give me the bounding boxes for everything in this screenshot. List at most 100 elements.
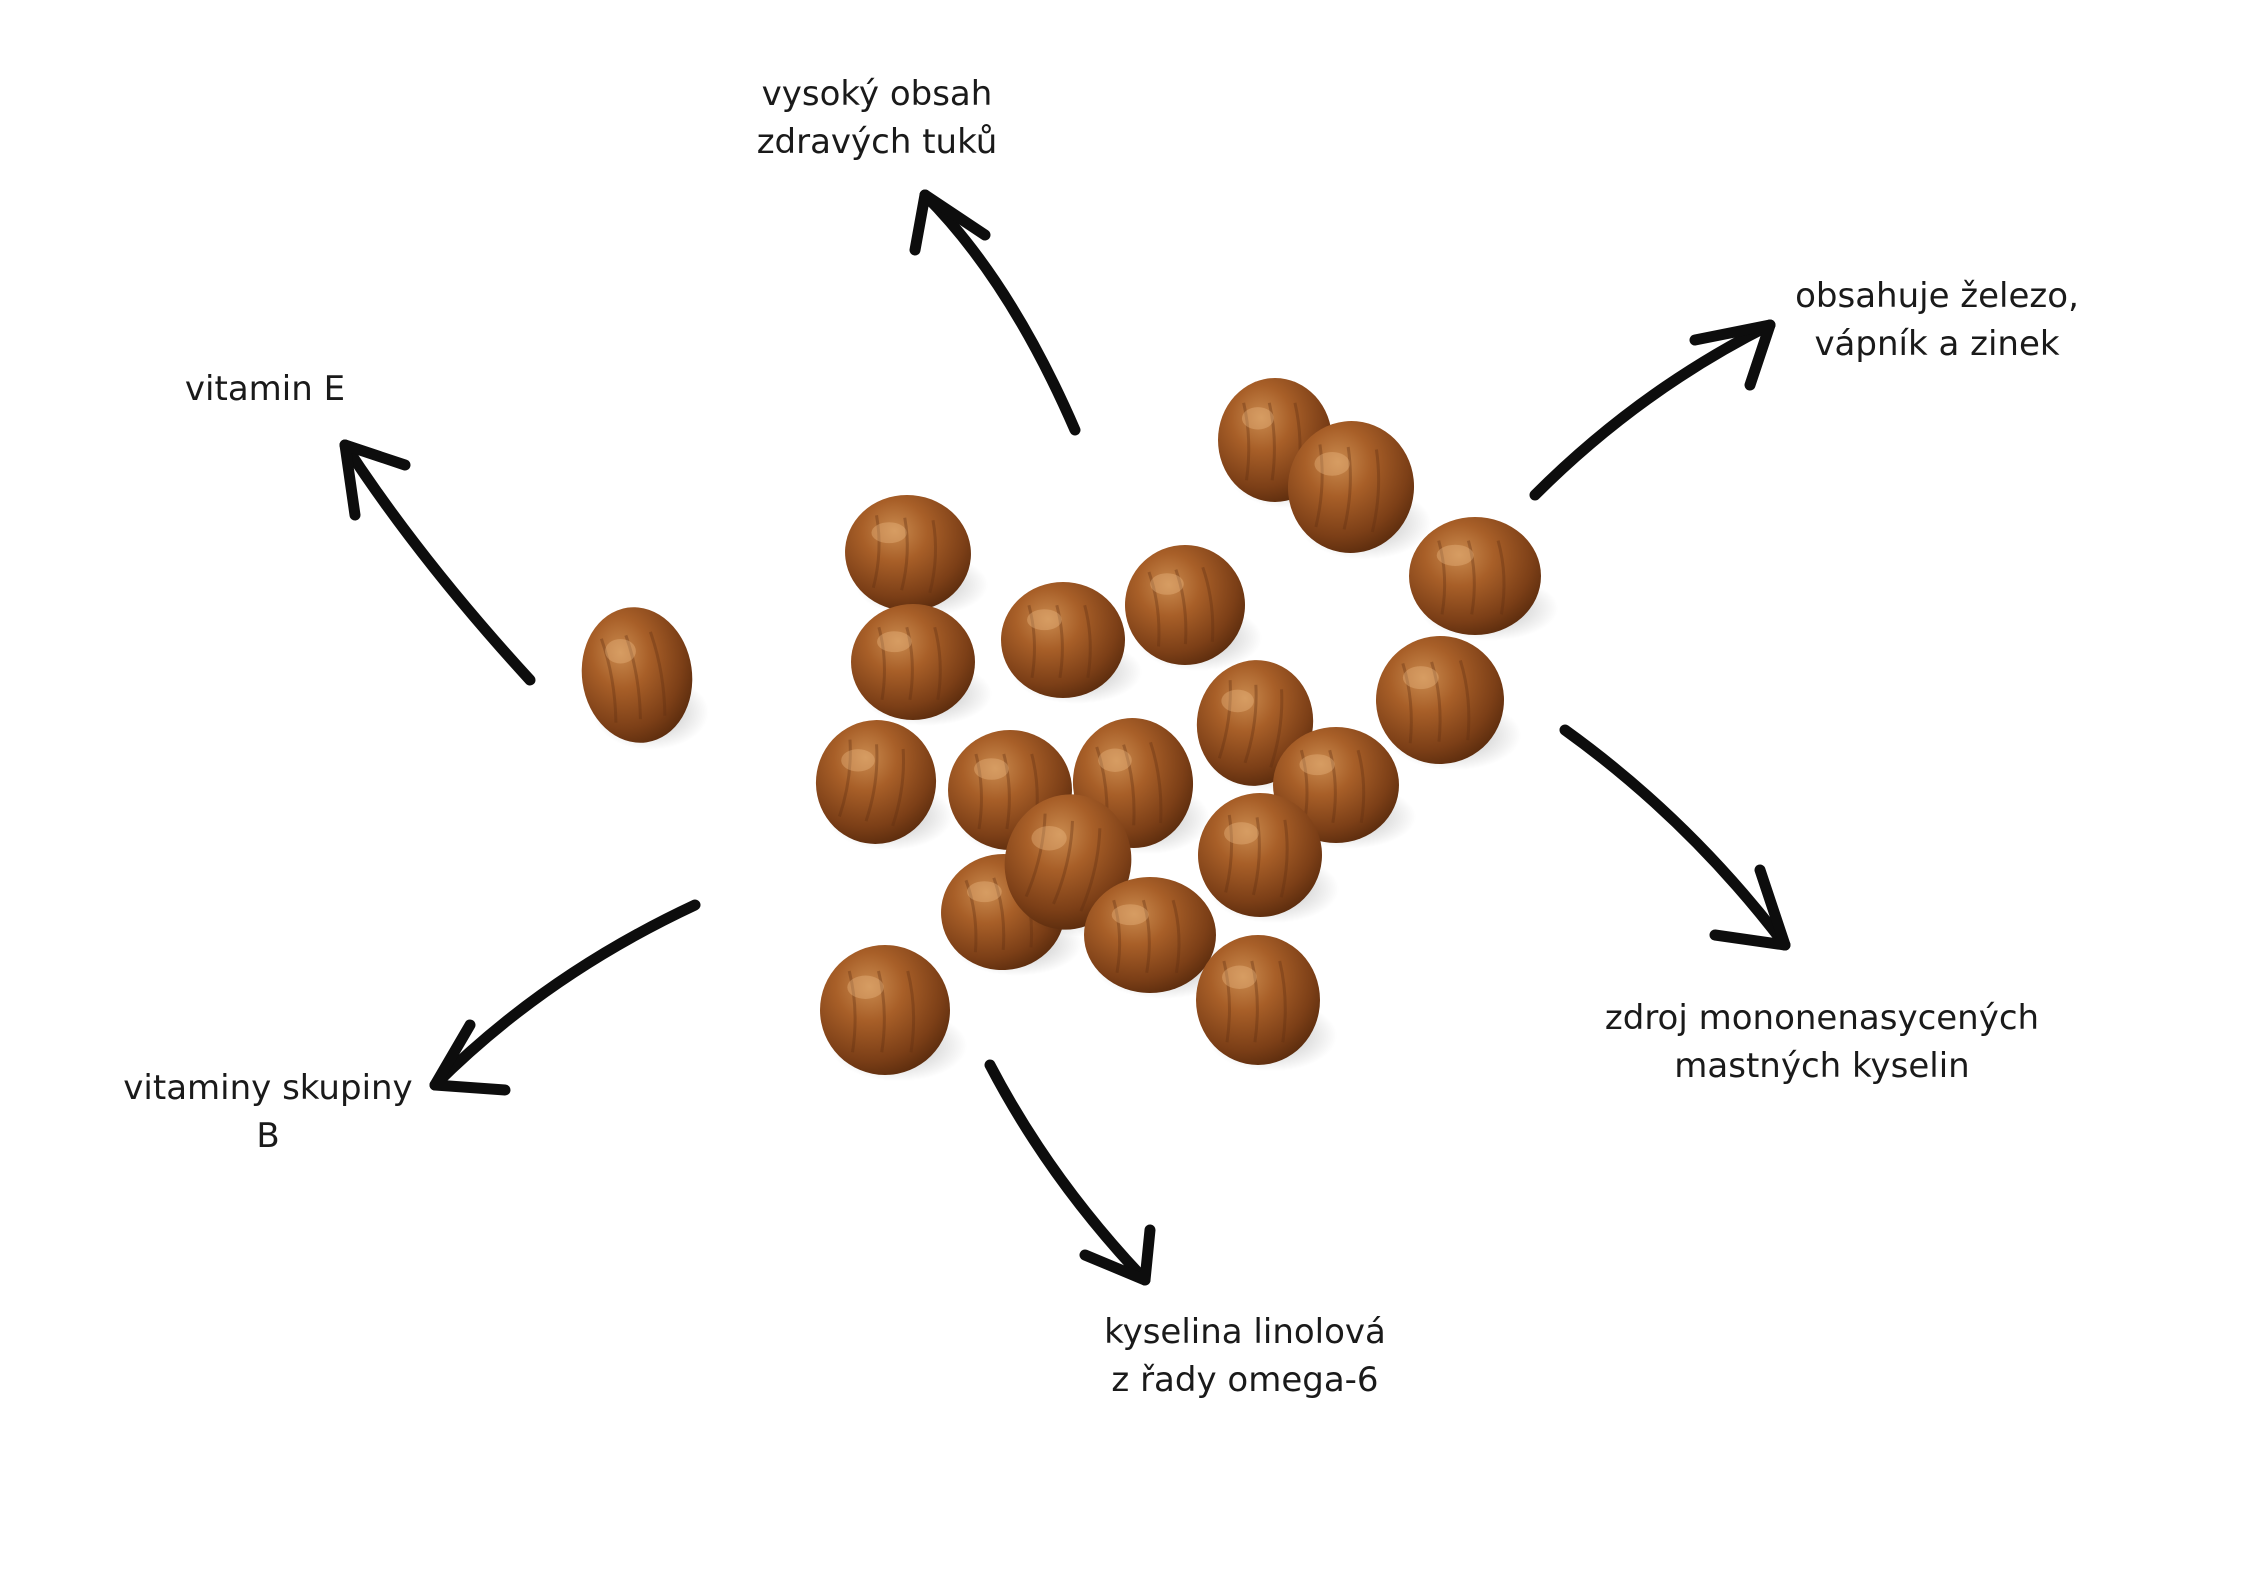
arrow-head [909,189,991,256]
hazelnut-vein [1002,753,1011,830]
hazelnut-vein [1055,604,1064,678]
hazelnut-highlight [974,758,1009,780]
hazelnut [1196,935,1338,1072]
hazelnut-highlight [847,975,884,999]
hazelnut-highlight [1027,609,1062,631]
arrow-shaft [1529,319,1776,501]
hazelnut-vein [599,638,618,723]
arrow-group [339,189,1791,1286]
hazelnut-vein [1171,899,1181,973]
hazelnut-vein [900,517,909,591]
hazelnut-body [581,607,693,743]
hazelnut [845,494,989,617]
hazelnut-highlight [841,749,875,772]
hazelnut-vein [648,631,667,716]
label-vitamin-b: vitaminy skupiny B [123,1068,413,1156]
hazelnut-vein [1149,741,1163,824]
arrow-to-vitamin-e [339,439,536,686]
hazelnut [851,604,993,726]
hazelnut-highlight [967,881,1002,903]
hazelnut [815,720,953,851]
hazelnut [1376,636,1522,771]
hazelnut-highlight [1402,666,1439,690]
hazelnut-body [820,945,950,1075]
hazelnut-vein [1251,817,1261,896]
hazelnut-body [845,494,971,612]
hazelnut-highlight [1299,754,1335,776]
hazelnut [1198,793,1340,924]
hazelnut-vein [891,748,905,827]
hazelnut-vein [1250,960,1259,1043]
hazelnut-vein [1083,604,1092,678]
hazelnut-vein [1279,819,1289,898]
hazelnut-vein [864,744,879,822]
hazelnut-vein [1496,540,1506,615]
arrow-shaft [339,439,536,686]
hazelnut-vein [1052,820,1074,905]
arrow-head [1079,1224,1156,1286]
hazelnut-body [1004,794,1132,930]
arrow-to-fats [909,189,1081,436]
hazelnut-highlight [1150,573,1184,595]
hazelnut-vein [1401,663,1413,744]
hazelnut-vein [877,626,886,700]
hazelnut-body [1125,545,1245,665]
label-minerals: obsahuje železo, vápník a zinek [1795,276,2079,364]
hazelnut-vein [1174,569,1188,645]
hazelnut-highlight [1241,407,1274,430]
hazelnut-highlight [871,522,907,544]
arrow-to-minerals [1529,319,1776,501]
hazelnut-vein [906,970,916,1053]
arrow-to-mufa [1559,724,1791,951]
hazelnut-vein [1342,446,1352,530]
arrow-head [339,439,411,521]
hazelnut-vein [1430,661,1442,742]
hazelnut-vein [624,634,642,720]
arrow-shaft [919,189,1081,436]
hazelnut-vein [838,739,852,817]
hazelnut-vein [1370,449,1381,533]
hazelnut-body [1409,517,1541,635]
hazelnut-highlight [1224,822,1259,845]
hazelnut-vein [847,970,857,1053]
arrow-head [1689,319,1776,391]
hazelnut [1287,421,1432,560]
hazelnut-highlight [877,631,912,653]
hazelnut-vein [1141,899,1151,973]
hazelnut-highlight [1222,965,1257,989]
hazelnut-vein [1458,660,1471,741]
hazelnut [1409,517,1559,641]
label-fats: vysoký obsah zdravých tuků [756,74,998,162]
hazelnut-body [1001,582,1125,698]
hazelnut-vein [1217,680,1232,759]
hazelnut-vein [1024,813,1047,898]
hazelnut-vein [1267,402,1276,481]
hazelnut-vein [1079,828,1102,912]
hazelnut-body [815,720,937,844]
label-vitamin-e: vitamin E [184,369,346,409]
hazelnut-vein [1222,960,1231,1043]
hazelnut-highlight [1031,825,1067,851]
hazelnut-vein [1242,402,1251,481]
hazelnut-vein [964,879,978,953]
label-linoleic: kyselina linolová z řady omega-6 [1104,1312,1386,1400]
arrow-shaft [429,899,701,1091]
hazelnut-vein [992,877,1006,950]
hazelnut [820,945,968,1082]
arrow-to-linoleic [984,1059,1156,1286]
hazelnut-vein [1328,749,1337,823]
arrow-head [1709,864,1791,951]
hazelnut-vein [905,626,914,700]
hazelnut-vein [1201,566,1215,642]
hazelnut-cluster [581,378,1559,1082]
hazelnut [1001,582,1143,704]
hazelnut-body [1084,877,1216,993]
hazelnut-body [851,604,975,720]
hazelnut-vein [1224,814,1234,893]
hazelnut-vein [1466,540,1476,615]
arrow-to-vitamin-b [429,899,701,1096]
hazelnut-vein [1278,960,1287,1043]
arrow-head [429,1019,511,1096]
